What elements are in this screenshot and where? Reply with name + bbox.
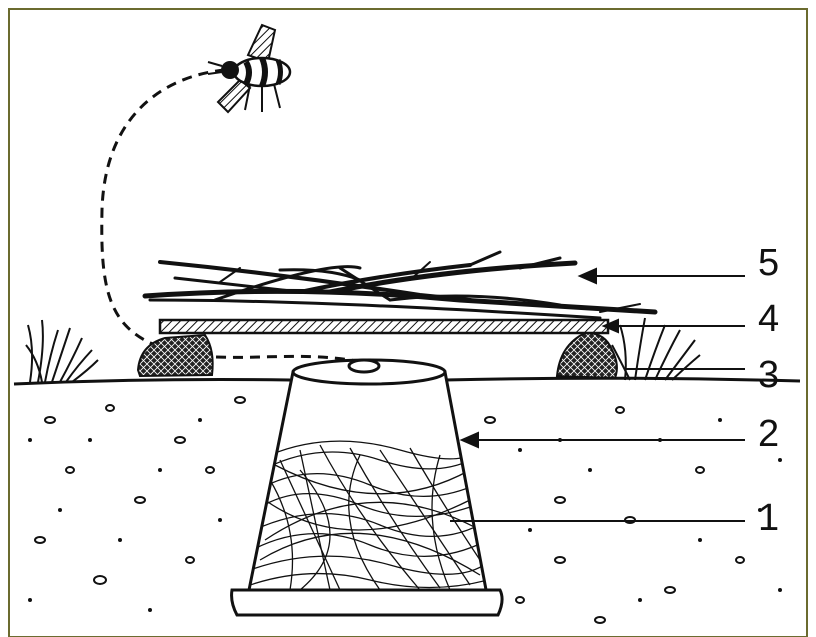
arrowhead-5 <box>580 269 596 283</box>
grass-right <box>612 318 700 380</box>
bee-icon <box>208 25 290 112</box>
label-4: 4 <box>758 298 779 340</box>
label-3: 3 <box>758 354 779 396</box>
bee-flight-path <box>102 70 362 362</box>
arrowhead-2 <box>462 433 478 447</box>
pot-rim <box>232 590 503 615</box>
label-1: 1 <box>758 497 779 539</box>
board-roof <box>160 320 608 333</box>
label-2: 2 <box>758 413 779 455</box>
upturned-pot <box>232 360 503 615</box>
grass-left <box>26 320 98 382</box>
stone-left <box>138 335 213 376</box>
stone-right <box>557 333 617 378</box>
label-5: 5 <box>758 242 779 284</box>
pot-drain-hole <box>349 360 379 372</box>
twigs-cover <box>145 252 655 318</box>
